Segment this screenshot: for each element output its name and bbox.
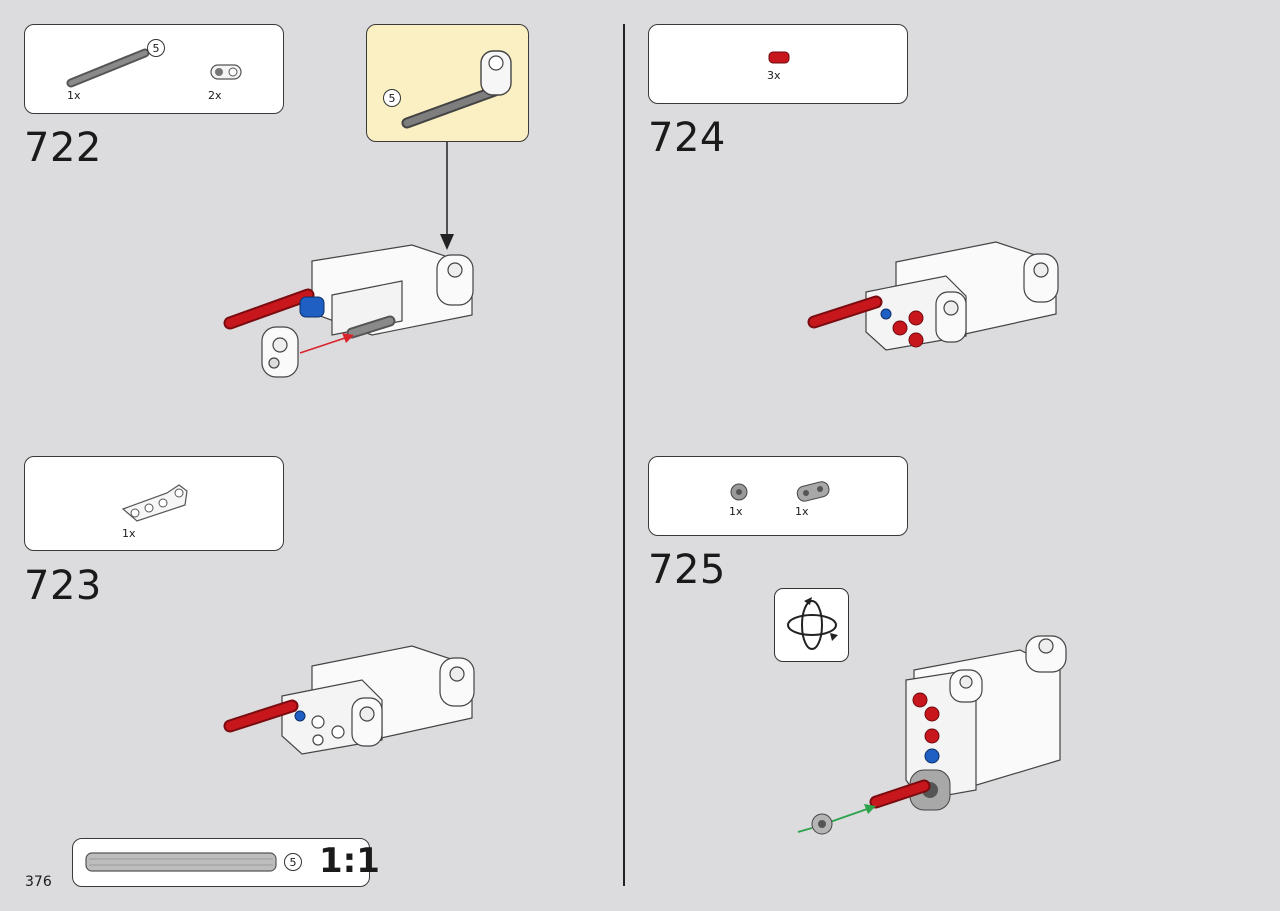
- axle-5-scale-icon: [85, 852, 277, 872]
- step-number-722: 722: [24, 125, 102, 171]
- scale-label: 1:1: [319, 841, 380, 881]
- part-quantity: 1x: [729, 505, 743, 518]
- part-quantity: 1x: [795, 505, 809, 518]
- parts-callout-725: 1x 1x: [648, 456, 908, 536]
- part-quantity: 1x: [67, 89, 81, 102]
- part-quantity: 1x: [122, 527, 136, 540]
- subassembly-callout-722: 5: [366, 24, 529, 142]
- pin-connector-white-icon: [210, 64, 242, 80]
- length-badge: 5: [383, 89, 401, 107]
- liftarm-white-icon: [121, 484, 188, 522]
- rotate-model-icon: [787, 597, 838, 650]
- axle-5-gray-icon: [66, 48, 150, 88]
- model-step-724: [807, 241, 1059, 351]
- step-number-724: 724: [648, 115, 726, 161]
- scale-guide: 5 1:1: [72, 838, 380, 887]
- parts-callout-722: 5 1x 2x: [24, 24, 284, 114]
- part-quantity: 2x: [208, 89, 222, 102]
- page-number: 376: [25, 874, 52, 890]
- model-step-722: [223, 244, 474, 378]
- part-quantity: 3x: [767, 69, 781, 82]
- model-step-725: [797, 635, 1067, 835]
- model-step-723: [223, 645, 475, 755]
- length-badge: 5: [284, 853, 302, 871]
- rotate-box: [774, 588, 849, 662]
- placement-arrow-down: [440, 142, 454, 250]
- parts-callout-723: 1x: [24, 456, 284, 551]
- liftarm-2-gray-icon: [796, 481, 830, 502]
- step-number-723: 723: [24, 563, 102, 609]
- axle-with-connector-icon: [401, 50, 512, 129]
- pin-red-icon: [768, 51, 790, 64]
- page-divider: [623, 24, 625, 886]
- step-number-725: 725: [648, 547, 726, 593]
- length-badge: 5: [147, 39, 165, 57]
- parts-callout-724: 3x: [648, 24, 908, 104]
- bush-gray-icon: [730, 483, 748, 501]
